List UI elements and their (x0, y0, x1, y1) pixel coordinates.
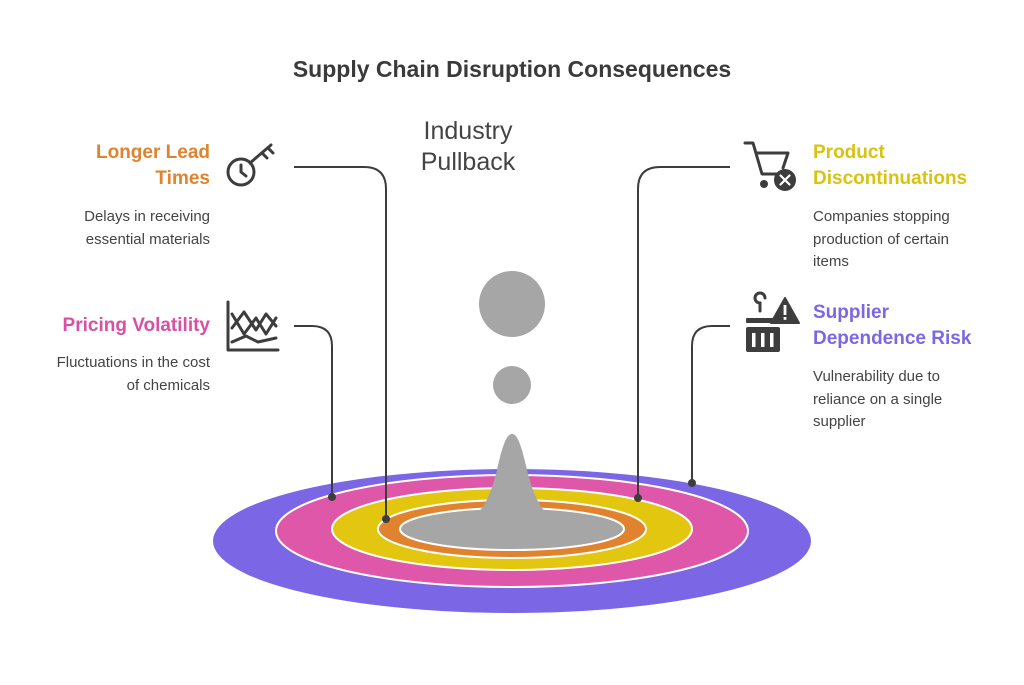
description-line: items (813, 253, 849, 270)
pricing-description: Fluctuations in the cost of chemicals (57, 352, 210, 397)
key-clock-icon (226, 143, 275, 187)
supplier-description: Vulnerability due to reliance on a singl… (813, 366, 942, 434)
description-line: Vulnerability due to (813, 368, 941, 385)
heading-line: Product (813, 142, 885, 163)
description-line: production of certain (813, 230, 949, 248)
description-line: supplier (813, 413, 866, 430)
connector-dot-discontinuations (634, 494, 642, 502)
heading-line: Discontinuations (813, 168, 968, 189)
heading-line: Pricing Volatility (62, 315, 210, 336)
large-drop (479, 271, 545, 337)
lead-times-heading: Longer Lead Times (96, 140, 210, 192)
discontinuations-heading: Product Discontinuations (813, 140, 967, 192)
lead-times-description: Delays in receiving essential materials (84, 206, 210, 251)
small-drop (493, 366, 531, 404)
connector-discontinuations (637, 166, 730, 498)
connector-pricing (294, 325, 333, 497)
connector-dot-lead-times (382, 515, 390, 523)
factory-warning-icon (746, 291, 800, 352)
heading-line: Supplier (813, 302, 890, 323)
supplier-heading: Supplier Dependence Risk (813, 300, 971, 352)
description-line: of chemicals (126, 376, 210, 394)
connector-dot-pricing (328, 493, 336, 501)
description-line: essential materials (85, 230, 210, 248)
discontinuations-description: Companies stopping production of certain… (813, 206, 950, 274)
description-line: Companies stopping (813, 208, 950, 225)
connector-lead-times (294, 166, 387, 519)
splash-peak (441, 434, 583, 530)
description-line: Fluctuations in the cost (56, 354, 210, 371)
description-line: Delays in receiving (84, 208, 210, 225)
heading-line: Dependence Risk (813, 328, 972, 349)
volatility-chart-icon (226, 300, 280, 352)
description-line: reliance on a single (813, 390, 943, 408)
cart-remove-icon (743, 141, 796, 191)
pricing-heading: Pricing Volatility (63, 313, 210, 339)
connector-supplier (691, 325, 730, 483)
heading-line: Times (155, 168, 210, 189)
connector-dot-supplier (688, 479, 696, 487)
center-label: Industry Pullback (420, 117, 516, 176)
diagram-title: Supply Chain Disruption Consequences (292, 56, 732, 82)
heading-line: Longer Lead (95, 142, 210, 163)
